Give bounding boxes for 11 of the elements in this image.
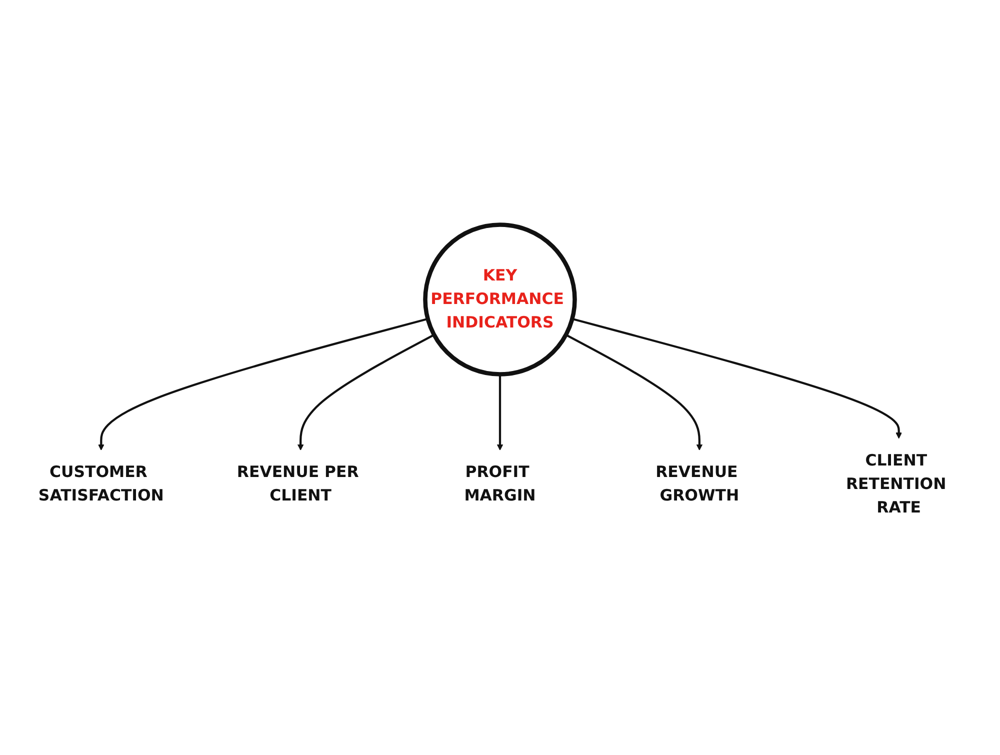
node-text: REVENUE GROWTH xyxy=(656,464,740,505)
arrow xyxy=(98,318,428,450)
node-text: REVENUE PER CLIENT xyxy=(236,464,359,505)
node-circle: KEY PERFORMANCE INDICATORS xyxy=(423,222,577,376)
arrow xyxy=(496,374,504,450)
node-text: CUSTOMER SATISFACTION xyxy=(38,464,164,505)
arrow xyxy=(572,318,902,439)
node-text: PROFIT MARGIN xyxy=(464,464,536,505)
arrow xyxy=(297,334,435,450)
arrow xyxy=(565,334,703,450)
node-text: CLIENT RETENTION RATE xyxy=(846,452,946,517)
